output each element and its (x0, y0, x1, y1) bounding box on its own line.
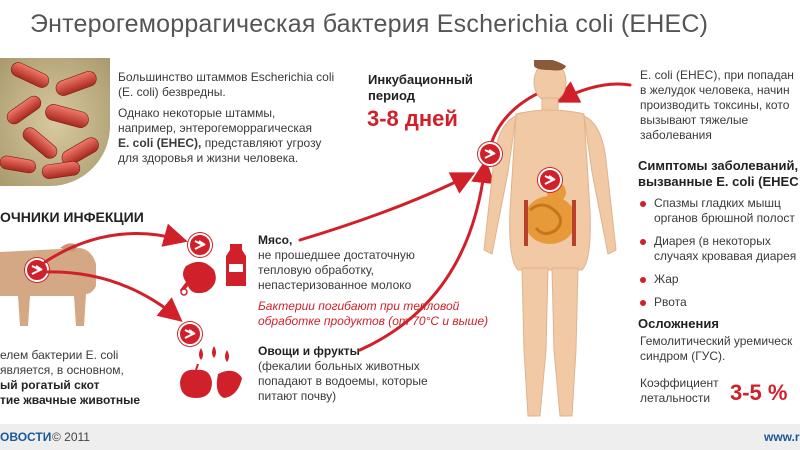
apple-pepper-icon (180, 363, 242, 398)
veg-line: попадают в водоемы, которые (258, 374, 428, 388)
veg-bacteria-marker (178, 322, 202, 346)
heat-note: Бактерии погибают при тепловой обработке… (258, 299, 488, 329)
sources-header: ОЧНИКИ ИНФЕКЦИИ (0, 209, 144, 225)
toxin-line: вызывают тяжелые (640, 113, 749, 127)
carrier-bold: тие жвачные животные (0, 393, 141, 407)
stomach-bacteria-marker (538, 168, 562, 192)
water-drops-icon (196, 346, 232, 369)
toxin-line: в желудок человека, начин (640, 83, 790, 97)
intro-line: например, энтерогеморрагическая (118, 121, 312, 135)
meat-title: Мясо, (258, 233, 293, 247)
bacteria-illustration (0, 58, 110, 186)
complications-line: Гемолитический уремическ (640, 334, 793, 348)
veg-line: питают почву) (258, 389, 337, 403)
meat-bacteria-marker (188, 233, 212, 257)
meat-line: непастеризованное молоко (258, 278, 412, 292)
intro-line: E. coli (EHEC), представляют угрозу (118, 136, 321, 151)
symptom-line: случаях кровавая диарея (654, 249, 797, 263)
meat-line: не прошедшее достаточную (258, 248, 415, 262)
meat-text: Мясо, не прошедшее достаточную тепловую … (258, 233, 415, 293)
bacteria-photo (0, 58, 110, 186)
human-figure-icon (483, 58, 617, 417)
symptom-line: органов брюшной полост (654, 211, 795, 225)
symptom-line: Жар (654, 272, 679, 286)
complications-line: синдром (ГУС). (640, 349, 726, 363)
lethality-value: 3-5 % (730, 380, 788, 405)
footer-copyright: © 2011 (52, 430, 90, 444)
intestines-icon (524, 196, 576, 246)
footer-website[interactable]: www.r (764, 430, 800, 444)
carrier-line: является, в основном, (0, 363, 124, 377)
toxin-line: E. coli (EHEC), при попадан (640, 68, 794, 82)
symptom-line: Диарея (в некоторых (654, 234, 771, 248)
arrow-incubation (488, 88, 547, 150)
veg-text: Овощи и фрукты (фекалии больных животных… (258, 344, 428, 404)
toxin-line: производить токсины, кото (640, 98, 790, 112)
toxin-text: E. coli (EHEC), при попадан в желудок че… (640, 68, 794, 143)
milk-icon (226, 244, 246, 291)
intro-text: представляют угрозу (204, 136, 322, 150)
complications-text: Гемолитический уремическ синдром (ГУС). (640, 334, 792, 364)
incubation-label-line: период (368, 88, 416, 103)
footer-brand: ОВОСТИ (0, 430, 52, 444)
carrier-bold: ый рогатый скот (0, 378, 100, 392)
arrow-veg-to-body (358, 159, 495, 352)
body-bacteria-marker-upper (478, 142, 502, 166)
meat-line: тепловую обработку, (258, 263, 374, 277)
intro-line: (E. coli) безвредны. (118, 85, 226, 99)
symptoms-header-line: Симптомы заболеваний, (638, 158, 799, 173)
veg-line: (фекалии больных животных (258, 359, 420, 373)
intro-paragraph-1: Большинство штаммов Escherichia coli (E.… (118, 70, 334, 100)
page-title: Энтерогеморрагическая бактерия Escherich… (30, 10, 709, 38)
incubation-label-line: Инкубационный (368, 72, 473, 87)
arrow-toxin-note (554, 81, 632, 103)
lethality-label-line: Коэффициент (640, 376, 719, 390)
symptoms-header: Симптомы заболеваний, вызванные E. coli … (638, 158, 799, 190)
fruit-icon (178, 363, 244, 405)
toxin-line: заболевания (640, 128, 712, 142)
symptom-item: Жар (638, 272, 796, 287)
arrow-cow-to-meat (43, 223, 188, 264)
veg-title: Овощи и фрукты (258, 344, 360, 358)
drops-icon (199, 346, 229, 362)
symptom-line: Спазмы гладких мышц (654, 196, 781, 210)
ehec-highlight: E. coli (EHEC), (118, 136, 202, 150)
ham-icon (180, 261, 216, 296)
lethality-label: Коэффициент летальности (640, 376, 719, 406)
heat-note-line: Бактерии погибают при тепловой (258, 299, 460, 313)
incubation-value: 3-8 дней (367, 106, 458, 131)
intro-paragraph-2: Однако некоторые штаммы, например, энтер… (118, 106, 321, 166)
intro-line: Однако некоторые штаммы, (118, 106, 276, 120)
milk-carton-icon (226, 244, 246, 286)
meat-icon (180, 258, 224, 303)
human-body (470, 58, 630, 424)
symptoms-header-line: вызванные E. coli (EHEC (638, 174, 799, 189)
complications-header: Осложнения (638, 316, 719, 331)
footer-bar: ОВОСТИ © 2011 www.r (0, 424, 800, 450)
symptom-line: Рвота (654, 295, 687, 309)
lethality-label-line: летальности (640, 391, 711, 405)
incubation-label: Инкубационный период (368, 72, 473, 104)
intro-line: для здоровья и жизни человека. (118, 151, 299, 165)
arrow-cow-to-veg (43, 270, 183, 322)
symptom-item: Рвота (638, 295, 796, 310)
carrier-text: елем бактерии E. coli является, в основн… (0, 348, 140, 408)
intro-line: Большинство штаммов Escherichia coli (118, 70, 335, 84)
arrow-meat-to-body (298, 172, 476, 242)
heat-note-line: обработке продуктов (от 70°С и выше) (258, 314, 489, 328)
carrier-line: елем бактерии E. coli (0, 348, 119, 362)
